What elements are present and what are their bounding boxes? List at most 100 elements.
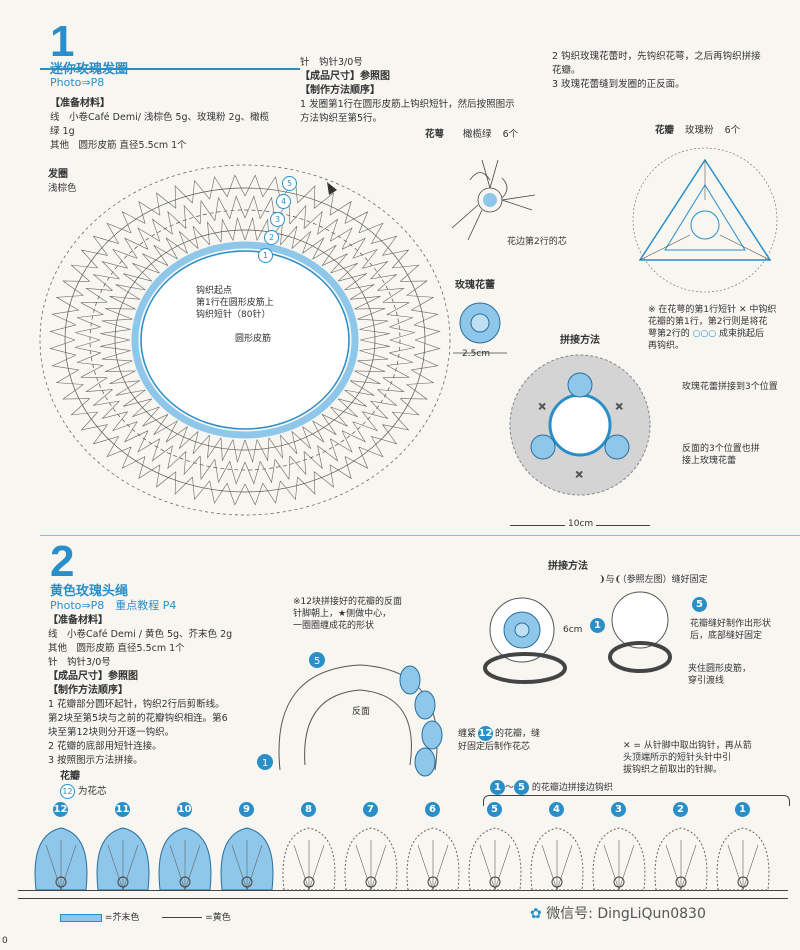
petal-num: 2 — [673, 802, 688, 817]
joined-note: 1～5 的花瓣边拼接边钩织 — [490, 780, 613, 795]
petals-label: 花瓣 12 为花芯 — [60, 770, 107, 799]
end-arrow — [327, 182, 337, 195]
height-label: 6cm — [563, 625, 583, 635]
start-label: 钩织起点 — [196, 286, 233, 296]
materials-header: 【准备材料】 — [48, 615, 108, 626]
part1-instructions: 针 钩针3/0号 【成品尺寸】参照图 【制作方法顺序】 1 发圈第1行在圆形皮筋… — [300, 56, 540, 126]
petal-motif: 10 — [154, 802, 216, 895]
pull-note: ✕ = 从针脚中取出钩针，再从箭 头顶端所示的短针头针中引 拔钩织之前取出的针脚… — [623, 740, 798, 776]
petal-shape — [158, 827, 212, 891]
svg-text:1: 1 — [262, 758, 268, 769]
legend-label: =黄色 — [205, 913, 231, 923]
materials-header: 【准备材料】 — [50, 98, 110, 109]
scrunchie-diagram — [39, 164, 451, 516]
sepal-chart — [451, 159, 536, 241]
step-text: 第2块至第5块与之前的花瓣钩织相连。第6 — [48, 713, 228, 724]
note-line: 一圈圈缠成花的形状 — [293, 621, 375, 631]
note-line: 夹住圆形皮筋， — [688, 664, 752, 674]
svg-text:✕: ✕ — [575, 470, 583, 481]
legend-label: =芥末色 — [104, 913, 140, 923]
petal-motif: 2 — [650, 802, 712, 895]
row-num: 1 — [258, 248, 273, 263]
clip-note: 夹住圆形皮筋， 穿引渡线 — [688, 663, 751, 687]
material-line: 线 小卷Café Demi / 黄色 5g、芥末色 2g — [48, 629, 233, 640]
note-line: 缠紧 — [458, 729, 477, 739]
note-line: ※12块拼接好的花瓣的反面 — [293, 597, 402, 607]
svg-text:✕: ✕ — [538, 402, 546, 413]
row-num: 5 — [282, 176, 297, 191]
petal-motif: 4 — [526, 802, 588, 895]
petal-motif: 9 — [216, 802, 278, 895]
note-line: 头顶端所示的短针头针中引 — [623, 753, 732, 763]
petal-motif: 12 — [30, 802, 92, 895]
petal-title: 花瓣 — [655, 125, 675, 136]
width-label: 10cm — [565, 518, 597, 530]
start-note: 钩织起点 第1行在圆形皮筋上 钩织短针（80针） — [196, 285, 274, 321]
row-num: 2 — [264, 230, 279, 245]
note-line: 接上玫瑰花蕾 — [682, 456, 737, 466]
step-text: 块至第12块则分开逐一钩织。 — [48, 727, 175, 738]
petal-color: 玫瑰粉 — [685, 125, 714, 136]
material-line: 线 小卷Café Demi/ 浅棕色 5g、玫瑰粉 2g、橄榄 — [50, 112, 270, 123]
step-text: 1 花瓣部分圆环起针，钩织2行后剪断线。 — [48, 699, 225, 710]
petal-num: 1 — [490, 780, 505, 795]
note-line: 反面的3个位置也拼 — [682, 444, 760, 454]
note-line: 的花瓣，缝 — [495, 729, 541, 739]
petal-num: 7 — [363, 802, 378, 817]
step5-marker: 5 — [692, 592, 707, 612]
petal-num: 5 — [487, 802, 502, 817]
center-note: ※12块拼接好的花瓣的反面 针脚朝上，★侧做中心， 一圈圈缠成花的形状 — [293, 596, 402, 632]
petal-num: 1 — [590, 618, 605, 633]
size-header: 【成品尺寸】参照图 — [48, 671, 138, 682]
range-sep: ～ — [505, 783, 515, 793]
petal-num: 9 — [239, 802, 254, 817]
part1-title: 迷你玫瑰发圈 — [50, 62, 129, 77]
sepal-count: 6个 — [502, 129, 519, 140]
base-line — [18, 898, 788, 899]
petal-num: 11 — [115, 802, 130, 817]
rose-bud-icon — [453, 302, 507, 354]
scrunchie-title: 发圈 — [48, 169, 68, 180]
petal-note: ※ 在花萼的第1行短针 ✕ 中钩织 花瓣的第1行，第2行则是将花 萼第2行的 ○… — [648, 304, 798, 352]
petal-num: 5 — [514, 780, 530, 795]
bracket — [483, 795, 790, 806]
petal-num: 3 — [611, 802, 626, 817]
petal-shape — [220, 827, 274, 891]
petal-num: 8 — [301, 802, 316, 817]
part1-materials: 【准备材料】 线 小卷Café Demi/ 浅棕色 5g、玫瑰粉 2g、橄榄 绿… — [50, 97, 310, 153]
note-line: 花瓣的第1行，第2行则是将花 — [648, 317, 768, 327]
watermark: ✿ 微信号: DingLiQun0830 — [530, 906, 706, 922]
scrunchie-net — [49, 174, 441, 506]
scrunchie-color: 浅棕色 — [48, 183, 77, 194]
petal-motif: 11 — [92, 802, 154, 895]
row-num: 3 — [270, 212, 285, 227]
sew-note: 花瓣缝好制作出形状 后，底部缝好固定 — [690, 618, 771, 642]
sepal-color: 橄榄绿 — [463, 129, 492, 140]
part1-photo-ref: Photo⇒P8 — [50, 76, 105, 89]
petal-motif: 3 — [588, 802, 650, 895]
section-number-2: 2 — [50, 537, 75, 586]
step-text: 1 发圈第1行在圆形皮筋上钩织短针，然后按照图示 — [300, 99, 515, 110]
material-line: 绿 1g — [50, 126, 75, 137]
petal-num: 4 — [549, 802, 564, 817]
petal-shape — [530, 827, 584, 891]
step1-marker: 1 — [590, 613, 605, 633]
petal-num: 1 — [735, 802, 750, 817]
legend-swatch-yellow — [162, 917, 203, 918]
step-text: 3 玫瑰花蕾缝到发圈的正反面。 — [552, 79, 685, 90]
title-rule — [40, 68, 300, 70]
petal-num: 5 — [692, 597, 707, 612]
note-line: ✕ = 从针脚中取出钩针，再从箭 — [623, 741, 752, 751]
note-line: 好固定后制作花芯 — [458, 742, 531, 752]
petal-motif: 8 — [278, 802, 340, 895]
step-text: 3 按照图示方法拼接。 — [48, 755, 143, 766]
petal-strip: 12 11 10 9 8 — [30, 802, 800, 895]
needle-info: 针 钩针3/0号 — [300, 57, 363, 68]
step-text: 方法钩织至第5行。 — [300, 113, 383, 124]
petal-shape — [96, 827, 150, 891]
bud-label: 玫瑰花蕾 — [455, 280, 495, 291]
petals-title: 花瓣 — [60, 771, 80, 782]
note-line: 拔钩织之前取出的针脚。 — [623, 765, 723, 775]
petal-num: 6 — [425, 802, 440, 817]
